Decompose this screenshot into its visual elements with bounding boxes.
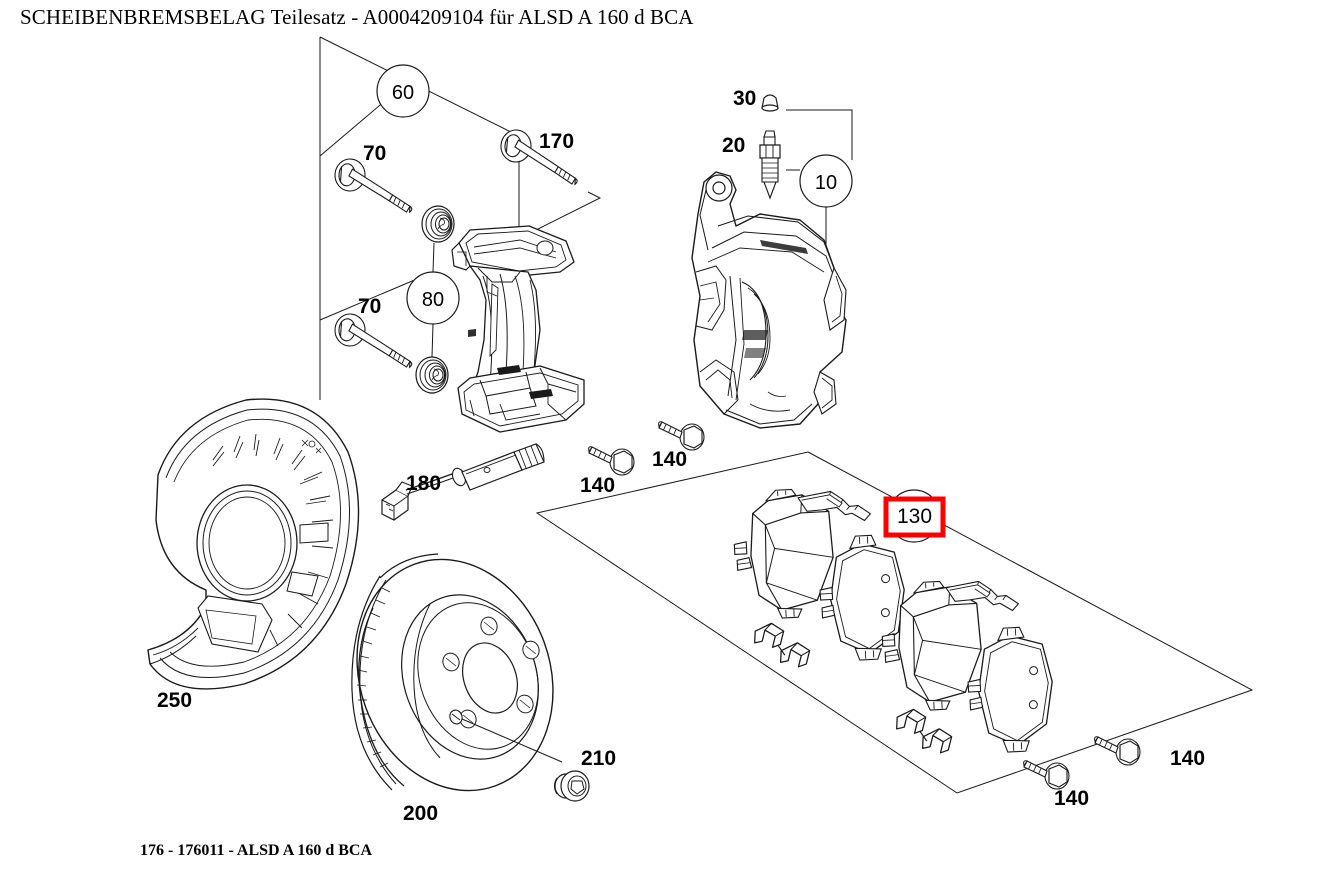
highlight-box-130 [883, 496, 946, 538]
pad-spring-clip-pair [890, 705, 957, 756]
part-180-brake-wear-sensor [381, 443, 545, 521]
part-label-140-c: 140 [1054, 787, 1089, 810]
callout-circle-60[interactable]: 60 [376, 64, 430, 118]
part-label-180: 180 [406, 472, 441, 495]
part-250-brake-dust-shield [147, 398, 360, 690]
part-label-70-upper: 70 [363, 142, 386, 165]
part-label-70-lower: 70 [358, 295, 381, 318]
diagram-footer: 176 - 176011 - ALSD A 160 d BCA [140, 842, 373, 859]
brake-pad-set-group-boundary [535, 451, 1254, 794]
part-label-140-b: 140 [652, 448, 687, 471]
callout-label-10: 10 [815, 172, 837, 194]
part-label-140-d: 140 [1170, 747, 1205, 770]
callout-label-80: 80 [422, 289, 444, 311]
part-140-bolt-top-left [588, 446, 635, 476]
part-label-30: 30 [733, 87, 756, 110]
part-label-210: 210 [581, 747, 616, 770]
callout-label-130: 130 [897, 505, 932, 528]
part-label-200: 200 [403, 802, 438, 825]
part-label-140-a: 140 [580, 474, 615, 497]
callout-label-60: 60 [392, 82, 414, 104]
part-label-170: 170 [539, 130, 574, 153]
part-140-bolt-bottom-left [1023, 760, 1070, 790]
part-140-bolt-top-right [658, 421, 705, 451]
part-140-bolt-bottom-right [1094, 736, 1141, 766]
part-210-disc-retaining-screw [553, 770, 590, 802]
part-10-brake-caliper [691, 171, 847, 429]
part-20-bleeder-screw [759, 130, 781, 200]
page-title: SCHEIBENBREMSBELAG Teilesatz - A00042091… [20, 5, 694, 29]
part-30-bleeder-cap [761, 94, 779, 112]
callout-circle-80[interactable]: 80 [406, 271, 460, 325]
part-70-guide-bolt-lower [332, 312, 416, 368]
part-200-brake-disc [351, 553, 563, 792]
part-label-250: 250 [157, 689, 192, 712]
part-80-guide-bushing-upper [421, 205, 455, 243]
part-70-guide-bolt-upper [332, 157, 416, 213]
callout-circle-10[interactable]: 10 [799, 154, 853, 208]
part-label-20: 20 [722, 134, 745, 157]
part-60-caliper-carrier-bracket [451, 225, 585, 433]
part-80-guide-bushing-lower [415, 356, 449, 394]
callout-circle-130[interactable]: 130 [883, 489, 946, 543]
